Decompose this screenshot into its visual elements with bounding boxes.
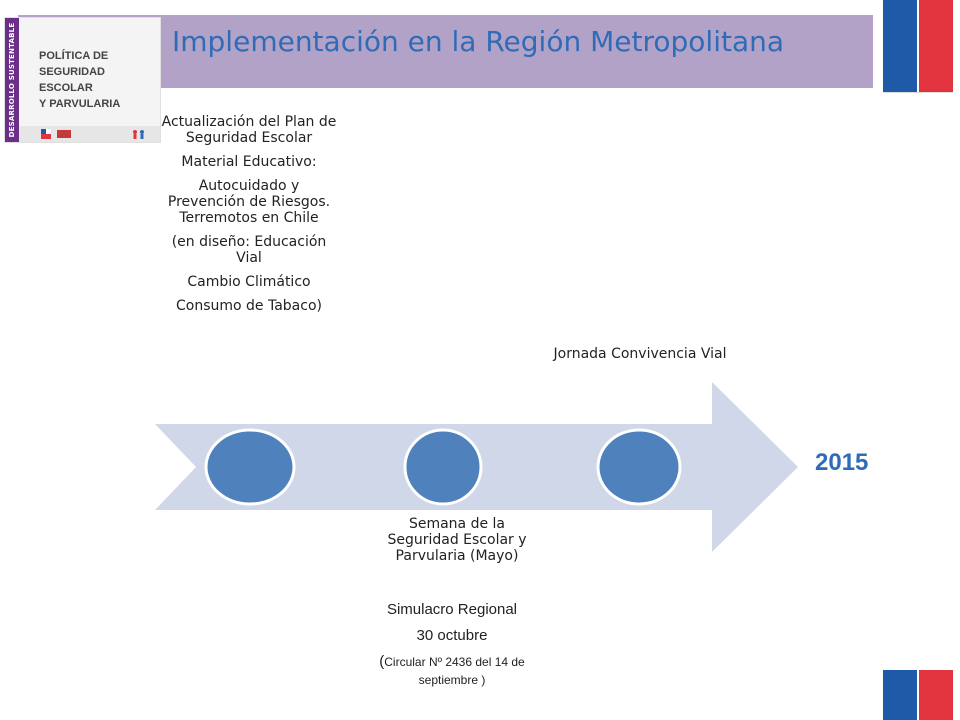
milestone-1-line-2: Material Educativo: (181, 154, 317, 170)
milestone-3-text: Jornada Convivencia Vial (548, 346, 732, 370)
drill-date: 30 octubre (416, 627, 488, 644)
logo-side-strip: DESARROLLO SUSTENTABLE (5, 18, 19, 142)
milestone-1-line-1: Actualización del Plan de Seguridad Esco… (161, 114, 337, 146)
chile-flag-stripe-top (883, 0, 953, 92)
milestone-1-line-4: (en diseño: Educación Vial (171, 234, 327, 266)
milestone-1 (204, 428, 296, 506)
logo-line-2: SEGURIDAD ESCOLAR (39, 66, 106, 94)
milestone-2-text: Semana de la Seguridad Escolar y Parvula… (376, 516, 538, 572)
logo-line-3: Y PARVULARIA (39, 98, 121, 110)
milestone-1-line-6: Consumo de Tabaco) (176, 298, 322, 314)
drill-circular: (Circular Nº 2436 del 14 de septiembre ) (360, 653, 544, 689)
milestone-1-text: Actualización del Plan de Seguridad Esco… (160, 114, 338, 322)
policy-logo: DESARROLLO SUSTENTABLE POLÍTICA DE SEGUR… (5, 18, 160, 142)
milestone-1-line-3: Autocuidado y Prevención de Riesgos. Ter… (167, 178, 331, 226)
milestone-2-line-1: Semana de la Seguridad Escolar y Parvula… (387, 516, 527, 564)
milestone-3 (596, 428, 682, 506)
milestone-2 (403, 428, 483, 506)
milestone-3-line-1: Jornada Convivencia Vial (553, 346, 727, 362)
milestone-2-extra-text: Simulacro Regional 30 octubre (Circular … (360, 601, 544, 697)
milestone-1-line-5: Cambio Climático (187, 274, 311, 290)
ministry-emblem-icon (57, 130, 71, 138)
chile-flag-stripe-bottom (883, 670, 953, 720)
title-bar (18, 15, 873, 88)
government-emblem-icon (41, 129, 51, 139)
logo-footer (19, 126, 160, 142)
logo-line-1: POLÍTICA DE (39, 50, 109, 62)
timeline-year: 2015 (815, 449, 869, 476)
drill-circular-paren: ( (379, 653, 385, 670)
logo-text: POLÍTICA DE SEGURIDAD ESCOLAR Y PARVULAR… (39, 48, 154, 112)
drill-title: Simulacro Regional (386, 601, 518, 618)
figures-emblem-icon (133, 130, 144, 139)
drill-circular-text: Circular Nº 2436 del 14 de septiembre ) (384, 655, 525, 687)
page-title: Implementación en la Región Metropolitan… (172, 25, 785, 58)
